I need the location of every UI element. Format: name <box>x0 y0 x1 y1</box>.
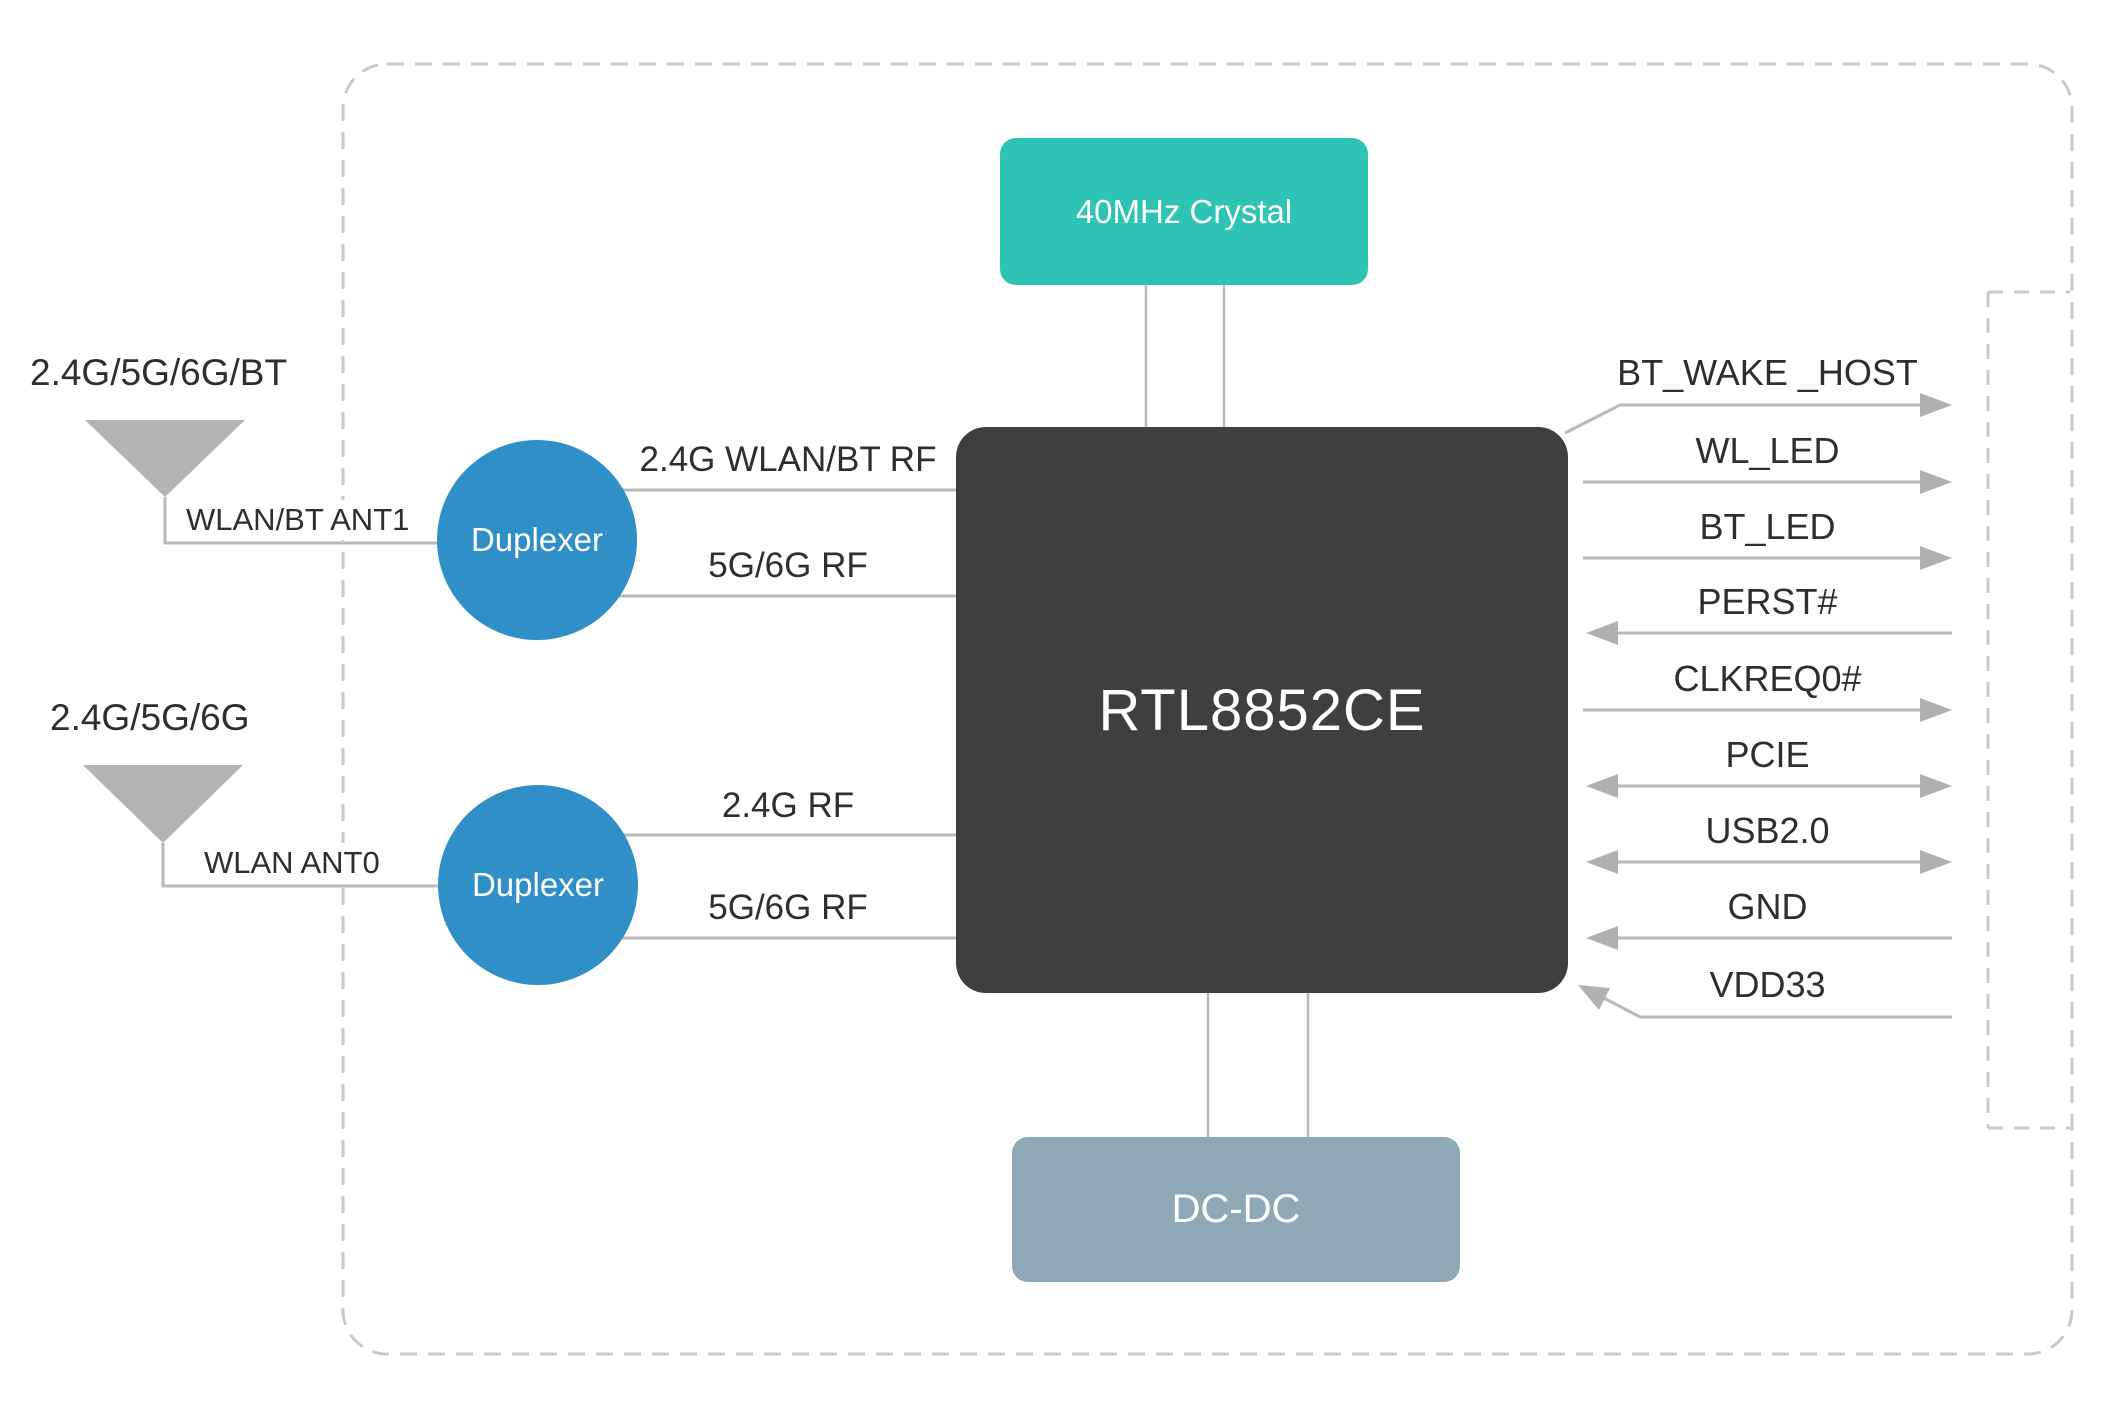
rf-label-duplexer2-bottom: 5G/6G RF <box>708 888 868 927</box>
arrowhead-left-perst <box>1586 621 1618 645</box>
crystal-block: 40MHz Crystal <box>1000 138 1368 285</box>
antenna2-icon <box>83 765 243 843</box>
antenna1-name-label: WLAN/BT ANT1 <box>178 500 418 540</box>
signal-label-vdd33: VDD33 <box>1709 964 1826 1005</box>
crystal-connector-lines <box>1144 285 1226 427</box>
arrowhead-left-usb20 <box>1586 850 1618 874</box>
rf-label-duplexer1-top: 2.4G WLAN/BT RF <box>639 440 937 479</box>
arrowhead-right-pcie <box>1920 774 1952 798</box>
signal-label-wl-led: WL_LED <box>1695 430 1840 471</box>
signal-line-bt-wake-host <box>1564 403 1924 435</box>
arrowhead-right-wl-led <box>1920 470 1952 494</box>
dcdc-label: DC-DC <box>1171 1187 1301 1231</box>
chip-label: RTL8852CE <box>1098 677 1426 743</box>
dcdc-block: DC-DC <box>1012 1137 1460 1282</box>
signal-label-gnd: GND <box>1727 886 1808 927</box>
rf-label-duplexer2-top: 2.4G RF <box>721 786 855 825</box>
arrowhead-left-gnd <box>1586 926 1618 950</box>
duplexer1-block: Duplexer <box>437 440 637 640</box>
signal-label-perst: PERST# <box>1697 581 1838 622</box>
antenna2-name-label: WLAN ANT0 <box>196 843 388 883</box>
arrowhead-left-pcie <box>1586 774 1618 798</box>
duplexer2-label: Duplexer <box>471 866 605 903</box>
signal-label-pcie: PCIE <box>1725 734 1810 775</box>
dcdc-connector-lines <box>1206 993 1310 1137</box>
chip-block: RTL8852CE <box>956 427 1568 993</box>
signal-label-clkreq0: CLKREQ0# <box>1673 658 1862 699</box>
antenna2-feed-line <box>161 843 520 888</box>
arrowhead-right-usb20 <box>1920 850 1952 874</box>
signal-label-bt-led: BT_LED <box>1699 506 1836 547</box>
crystal-label: 40MHz Crystal <box>1075 192 1293 230</box>
antenna1-icon <box>85 420 245 497</box>
duplexer2-block: Duplexer <box>438 785 638 985</box>
antenna2-bands-label: 2.4G/5G/6G <box>50 697 250 738</box>
arrowhead-right-clkreq0 <box>1920 698 1952 722</box>
host-bracket-dashed <box>1986 290 2070 1130</box>
arrowhead-upleft-vdd33 <box>1578 985 1610 1010</box>
arrowhead-right-bt-wake-host <box>1920 393 1952 417</box>
duplexer1-label: Duplexer <box>470 521 604 558</box>
antenna1-bands-label: 2.4G/5G/6G/BT <box>30 352 288 393</box>
module-boundary-dashed-border <box>341 62 2074 1356</box>
rf-label-duplexer1-bottom: 5G/6G RF <box>708 546 868 585</box>
antenna1-feed-line <box>163 497 520 545</box>
signal-line-vdd33 <box>1601 995 1952 1019</box>
signal-label-usb20: USB2.0 <box>1705 810 1830 851</box>
signal-label-bt-wake-host: BT_WAKE _HOST <box>1617 352 1918 393</box>
arrowhead-right-bt-led <box>1920 546 1952 570</box>
